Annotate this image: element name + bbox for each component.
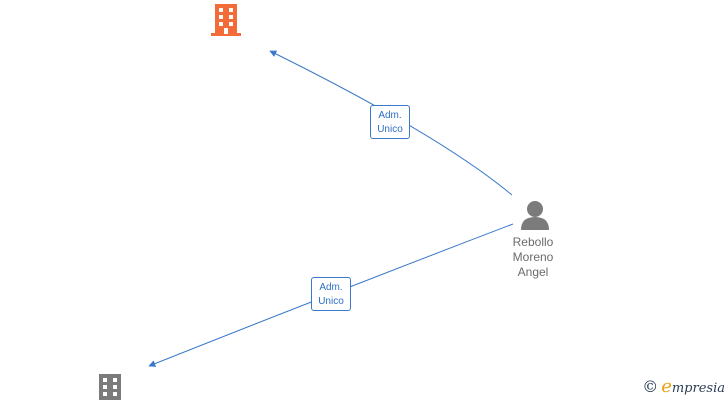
edge-person-to-company-top[interactable] (269, 50, 513, 196)
edge-role-label: Adm. (319, 282, 343, 293)
brand-initial: e (661, 376, 672, 397)
building-icon[interactable] (210, 3, 242, 37)
person-name-line: Angel (517, 265, 549, 279)
copyright-icon: © (642, 377, 659, 396)
edge-role-label: Unico (377, 124, 403, 135)
edge-role-label: Unico (318, 296, 344, 307)
edge-role-label: Adm. (378, 110, 402, 121)
person-name-line: Moreno (512, 250, 554, 264)
person-icon[interactable] (519, 200, 551, 230)
brand-watermark: © empresia (642, 376, 725, 397)
edge-label-bottom[interactable]: Adm. Unico (311, 277, 351, 311)
brand-logo: empresia (661, 376, 725, 397)
edge-label-top[interactable]: Adm. Unico (370, 105, 410, 139)
building-icon[interactable] (96, 373, 124, 400)
brand-name: mpresia (671, 381, 725, 396)
person-name-label[interactable]: Rebollo Moreno Angel (498, 235, 568, 280)
person-name-line: Rebollo (512, 235, 554, 249)
